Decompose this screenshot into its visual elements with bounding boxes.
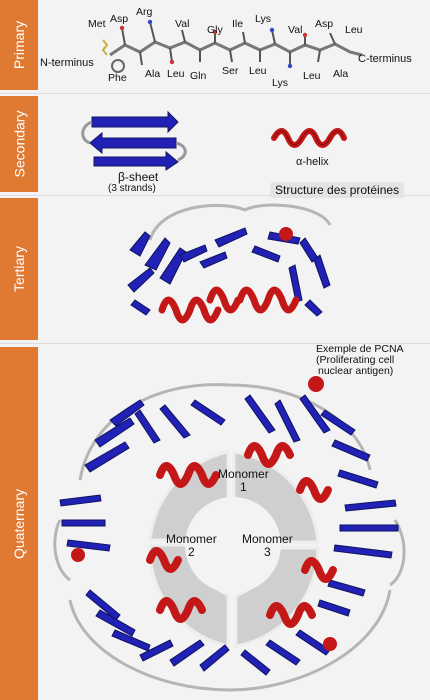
amino-acid: Lys [255,13,271,25]
monomer-2-label: Monomer 2 [166,533,217,559]
alpha-helix-icon [271,128,347,148]
primary-band: Primary [0,0,38,90]
amino-acid: Met [88,18,106,30]
monomer-3-number: 3 [264,545,271,559]
divider [0,195,430,196]
amino-acid: Asp [315,18,334,30]
beta-sheet-label: β-sheet [118,170,159,184]
beta-sheet-icon [81,110,187,171]
pcna-example-label: Exemple de PCNA [316,343,404,355]
amino-acid: Arg [136,6,153,18]
monomer-3-label: Monomer 3 [242,533,293,559]
pcna-tertiary-icon [127,203,332,324]
monomer-1-label: Monomer 1 [218,468,269,494]
pcna-example-sub1: (Proliferating cell [316,354,395,366]
beta-sheet-sub: (3 strands) [108,183,156,194]
n-terminus-label: N-terminus [40,57,94,69]
pcna-example-sub2: nuclear antigen) [318,365,394,377]
monomer-1-word: Monomer [218,467,269,481]
amino-acid: Val [288,24,303,36]
amino-acid: Phe [108,72,127,84]
amino-acid: Gln [190,70,207,82]
c-terminus-label: C-terminus [358,53,412,65]
monomer-2-word: Monomer [166,532,217,546]
amino-acid: Ala [333,68,349,80]
amino-acid: Leu [345,24,363,36]
divider [0,343,430,344]
amino-acid: Ala [145,68,161,80]
amino-acid: Ile [232,18,244,30]
amino-acid: Asp [110,13,129,25]
monomer-2-number: 2 [188,545,195,559]
amino-acid: Ser [222,65,239,77]
divider [0,93,430,94]
peptide-chain-icon [101,19,363,73]
alpha-helix-label: α-helix [296,156,329,168]
amino-acid: Leu [303,70,321,82]
secondary-band: Secondary [0,96,38,192]
amino-acid: Lys [272,77,288,89]
amino-acid: Val [175,18,190,30]
amino-acid: Gly [207,24,223,36]
monomer-1-number: 1 [240,480,247,494]
caption: Structure des protéines [270,182,405,198]
quaternary-band: Quaternary [0,347,38,700]
amino-acid: Leu [167,68,185,80]
monomer-3-word: Monomer [242,532,293,546]
amino-acid: Leu [249,65,267,77]
tertiary-band: Tertiary [0,198,38,340]
